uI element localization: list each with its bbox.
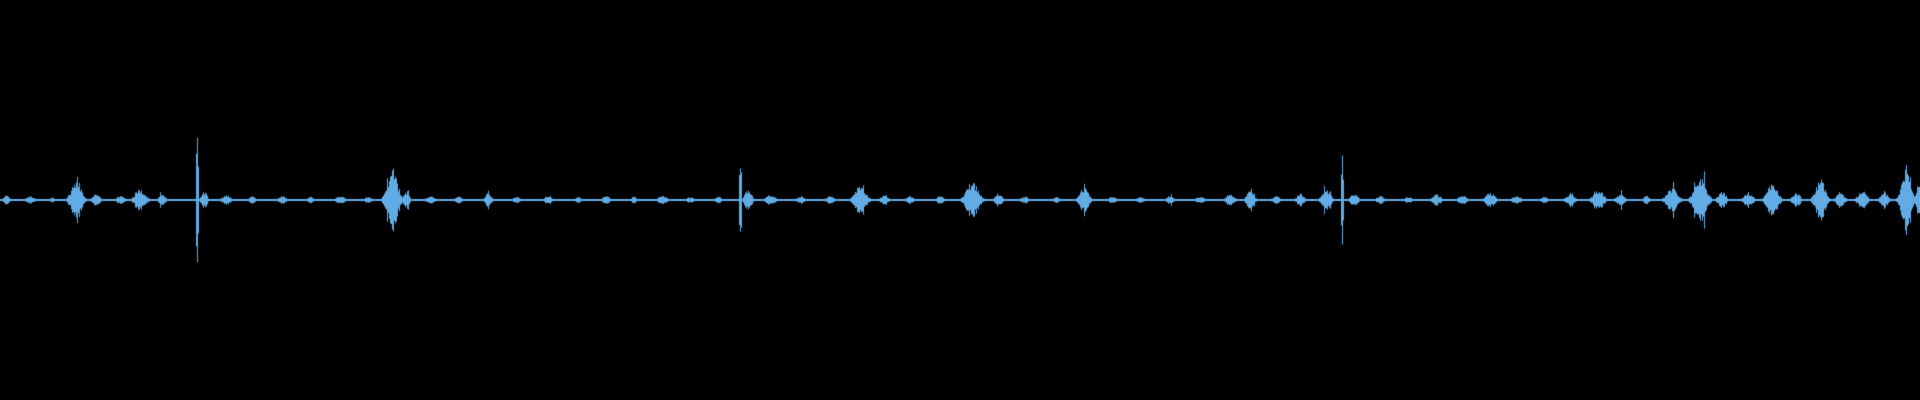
- audio-waveform-viewer[interactable]: [0, 0, 1920, 400]
- waveform-canvas[interactable]: [0, 0, 1920, 400]
